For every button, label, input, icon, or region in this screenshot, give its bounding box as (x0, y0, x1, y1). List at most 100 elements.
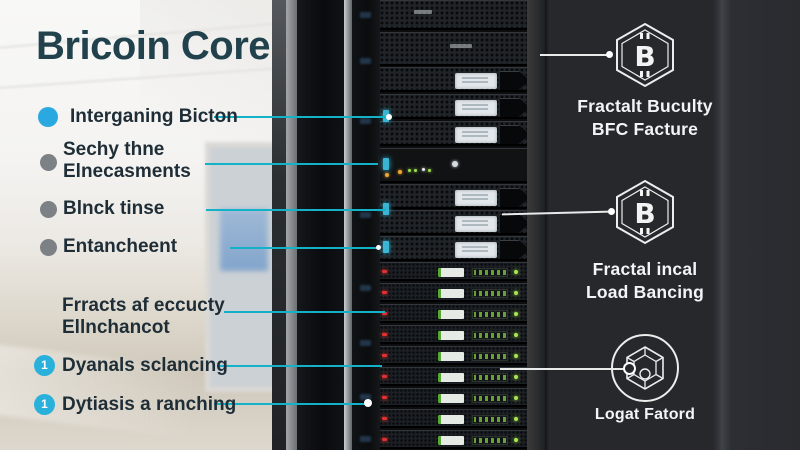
server-lcd-label (455, 100, 497, 116)
bullet-dot-gray (40, 201, 57, 218)
cabinet-edge (272, 0, 286, 450)
rack-unit-mark (360, 58, 371, 64)
list-item-line: Elnecasments (63, 161, 191, 182)
server-unit (380, 236, 530, 261)
connector-dot (376, 245, 381, 250)
server-sticker (438, 268, 464, 277)
red-led (382, 438, 387, 441)
server-sticker (472, 289, 508, 298)
rack-rail (344, 0, 352, 450)
rack-unit-mark (360, 118, 371, 124)
red-led (382, 312, 387, 315)
bullet-dot-cyan (38, 107, 58, 127)
red-led (382, 396, 387, 399)
server-unit (380, 121, 530, 146)
server-sticker (472, 436, 508, 445)
server-unit (380, 32, 527, 66)
list-item-line: Ellnchancot (62, 317, 170, 338)
bitcoin-hexagon-icon: B (612, 178, 678, 251)
red-led (382, 333, 387, 336)
rack-right-post (527, 0, 545, 450)
list-item: Entancheent (63, 236, 178, 257)
green-led (514, 375, 518, 379)
server-sticker (472, 268, 508, 277)
server-sticker (438, 289, 464, 298)
rack-unit-mark (360, 12, 371, 18)
green-led (514, 396, 518, 400)
red-led (382, 354, 387, 357)
server-unit (380, 262, 527, 281)
led-indicator (452, 161, 458, 167)
connector-dot (364, 399, 372, 407)
list-item: Frracts af eccucty Ellnchancot (62, 295, 225, 339)
feature-label: Fractal incal Load Bancing (545, 258, 745, 304)
rack-unit-mark (360, 340, 371, 346)
server-unit (380, 325, 527, 344)
server-sticker (472, 310, 508, 319)
list-item: Dytiasis a ranching (62, 394, 237, 415)
server-unit (380, 346, 527, 365)
server-lcd-label (455, 216, 497, 232)
server-lcd-label (455, 127, 497, 143)
door-window (220, 209, 268, 271)
list-item: Sechy thne Elnecasments (63, 139, 191, 183)
rack-unit-mark (360, 212, 371, 218)
server-lcd-label (455, 190, 497, 206)
rack-left-post (352, 0, 380, 450)
led-indicator (422, 168, 425, 171)
svg-text:B: B (634, 197, 655, 230)
server-lcd-label (455, 73, 497, 89)
cyan-drive-light (383, 203, 389, 215)
connector-line-cyan (206, 209, 386, 211)
server-badge (414, 10, 432, 14)
red-led (382, 291, 387, 294)
connector-dot (608, 208, 615, 215)
list-item: Interganing Bicton (70, 106, 238, 127)
led-indicator (398, 170, 402, 174)
server-handle (500, 214, 530, 233)
server-rack (352, 0, 545, 450)
bullet-dot-gray (40, 239, 57, 256)
feature-label: Fractalt Buculty BFC Facture (545, 95, 745, 141)
bitcoin-hexagon-icon: B (612, 21, 678, 94)
bullet-dot-gray (40, 154, 57, 171)
green-led (514, 438, 518, 442)
server-sticker (472, 352, 508, 361)
list-item-line: Sechy thne (63, 139, 165, 160)
green-led (514, 312, 518, 316)
connector-line-white (500, 368, 624, 370)
cyan-drive-light (383, 241, 389, 253)
green-led (514, 333, 518, 337)
server-sticker (438, 415, 464, 424)
server-unit (380, 304, 527, 323)
connector-line-cyan (230, 247, 380, 249)
feature-line: BFC Facture (591, 119, 699, 139)
feature-line: Load Bancing (585, 282, 705, 302)
connector-dot (386, 114, 392, 120)
page-title: Bricoin Core (36, 24, 271, 68)
server-sticker (438, 394, 464, 403)
server-unit (380, 94, 530, 119)
led-indicator (414, 169, 417, 172)
connector-line-white (540, 54, 610, 56)
server-handle (500, 240, 530, 259)
server-sticker (438, 352, 464, 361)
feature-line: Logat Fatord (594, 406, 696, 423)
red-led (382, 270, 387, 273)
feature-line: Fractal incal (592, 259, 698, 279)
server-unit (380, 283, 527, 302)
server-sticker (438, 436, 464, 445)
server-sticker (472, 394, 508, 403)
list-item: Dyanals sclancing (62, 355, 228, 376)
server-unit (380, 184, 530, 209)
red-led (382, 375, 387, 378)
server-handle (500, 98, 530, 117)
server-unit (380, 367, 527, 386)
connector-line-cyan (214, 116, 390, 118)
server-unit (380, 430, 527, 449)
connector-line-cyan (217, 365, 382, 367)
server-handle (500, 188, 530, 207)
connector-line-cyan (205, 163, 378, 165)
rack-unit-mark (360, 394, 371, 400)
numbered-badge: 1 (34, 394, 55, 415)
